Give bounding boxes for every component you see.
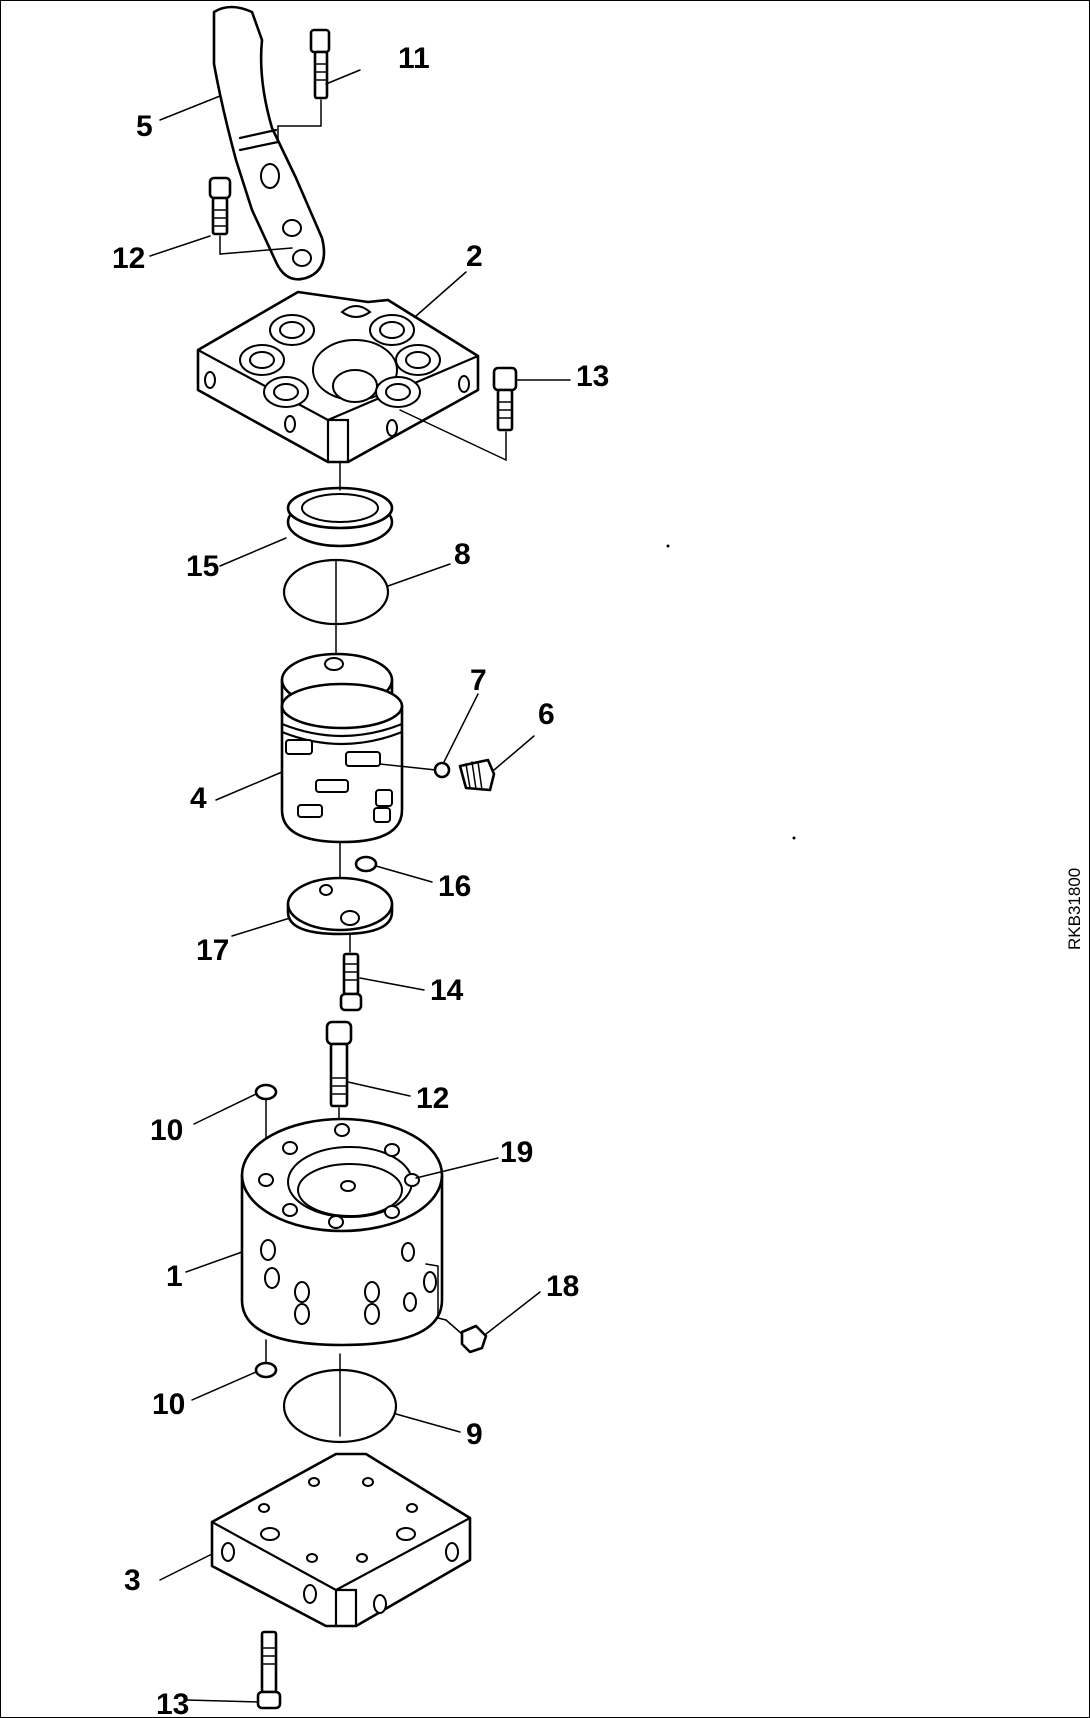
callout-12-lower: 12 [416,1082,449,1115]
callout-12-upper: 12 [112,242,145,275]
callout-5: 5 [136,110,153,143]
part-18-plug [445,1319,488,1354]
part-6-plug [458,758,496,792]
callout-7: 7 [470,664,487,697]
callout-1: 1 [166,1260,183,1293]
callout-15: 15 [186,550,219,583]
callout-9: 9 [466,1418,483,1451]
callout-8: 8 [454,538,471,571]
callout-13-lower: 13 [156,1688,189,1718]
part-10-lower-disc [254,1339,278,1379]
part-13-lower-bolt [256,1630,282,1710]
part-5-lever [212,5,326,281]
part-3-base [210,1452,472,1628]
drawing-code: RKB31800 [1065,868,1084,950]
callout-17: 17 [196,934,229,967]
callout-18: 18 [546,1270,579,1303]
part-13-upper-bolt [399,366,518,462]
callout-10-lower: 10 [152,1388,185,1421]
stray-dot [666,544,670,548]
callout-2: 2 [466,240,483,273]
callout-4: 4 [190,782,207,815]
part-1-body [240,1117,447,1347]
leader-lines [149,69,571,1703]
callout-labels: 5 11 12 2 13 15 8 7 6 4 16 17 14 12 10 1… [112,42,609,1718]
callout-6: 6 [538,698,555,731]
callout-19: 19 [500,1136,533,1169]
part-2-cover [196,290,480,464]
part-17-plate [286,876,394,936]
stray-dot [792,836,796,840]
part-9-oring [282,1353,398,1444]
part-15-ring [286,461,394,548]
part-12-lower-bolt [325,1020,353,1123]
part-4-rotor [280,652,437,901]
part-11-bolt [277,28,331,143]
part-16-pin [354,855,378,873]
callout-14: 14 [430,974,464,1007]
callout-13-upper: 13 [576,360,609,393]
callout-16: 16 [438,870,471,903]
callout-11: 11 [398,42,430,75]
part-12-upper-screw [208,176,293,255]
part-7-ball [433,761,451,779]
part-8-oring [282,558,390,661]
part-14-bolt [339,933,363,1012]
callout-10-upper: 10 [150,1114,183,1147]
callout-3: 3 [124,1564,141,1597]
